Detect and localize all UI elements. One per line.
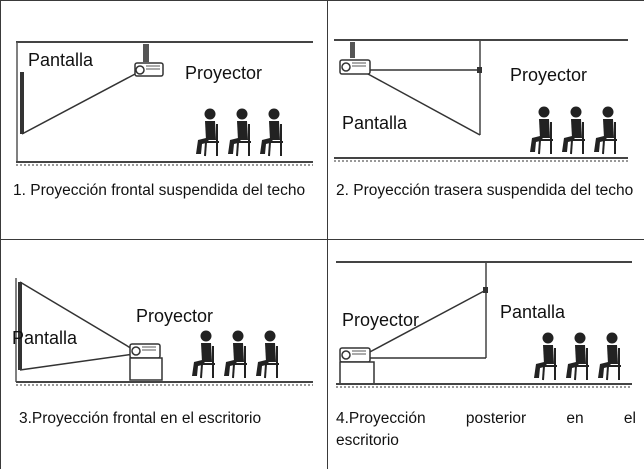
seated-person-icon [566,332,589,381]
screen-label: Pantalla [28,50,94,70]
table-left-border [0,0,1,469]
projection-beam [21,72,138,135]
projector-icon [339,347,371,363]
seated-person-icon [256,330,279,379]
panel-4: Proyector Pantalla 4.Proyección posterio… [328,240,644,469]
table-center-border [327,0,328,469]
ceiling-mount [143,44,149,62]
caption-line-2: escritorio [336,432,399,449]
desk-table [129,357,163,381]
seated-person-icon [196,108,219,157]
screen-label: Pantalla [500,302,566,322]
caption-word: 4.Proyección [336,410,426,427]
seated-person-icon [260,108,283,157]
panel-caption: 2. Proyección trasera suspendida del tec… [336,182,634,199]
panel-caption: 4.Proyección posterior en el escritorio [336,408,636,452]
projector-icon [134,62,164,77]
projection-beam-bottom [19,353,135,371]
audience-figures [192,330,279,379]
seated-person-icon [594,106,617,155]
seated-person-icon [224,330,247,379]
screen-label: Pantalla [342,113,408,133]
panel-3: Pantalla Proyector 3.Proyección frontal … [0,240,327,469]
projector-icon [129,343,161,359]
caption-line-1: 4.Proyección posterior en el [336,408,636,430]
projection-beam-top [19,281,135,351]
projector-label: Proyector [136,306,214,326]
projection-beam-bottom [367,73,481,136]
panel-2: Proyector Pantalla 2. Proyección trasera… [328,0,644,239]
table-middle-border [0,239,644,240]
seated-person-icon [562,106,585,155]
caption-word: en [566,410,584,427]
projector-label: Proyector [185,63,263,83]
desktop-rear-projection-diagram [336,261,632,388]
caption-word: posterior [465,410,527,427]
ceiling-rear-projection-diagram [334,39,628,162]
audience-figures [534,332,621,381]
projection-beam-top [365,289,487,355]
ceiling-mount [350,42,355,58]
seated-person-icon [598,332,621,381]
panel-caption: 3.Proyección frontal en el escritorio [19,410,262,427]
panel-caption: 1. Proyección frontal suspendida del tec… [13,182,306,199]
audience-figures [530,106,617,155]
desk-table [339,361,375,385]
seated-person-icon [192,330,215,379]
screen-label: Pantalla [12,328,78,348]
table-top-border [0,0,644,1]
seated-person-icon [530,106,553,155]
desktop-front-projection-diagram [15,278,313,386]
projector-label: Proyector [342,310,420,330]
panel-1: Pantalla Proyector 1. Proyección frontal… [0,0,327,239]
projector-label: Proyector [510,65,588,85]
seated-person-icon [228,108,251,157]
seated-person-icon [534,332,557,381]
caption-word: el [623,410,636,427]
projector-icon [339,59,371,75]
ceiling-front-projection-diagram [16,41,313,166]
audience-figures [196,108,283,157]
